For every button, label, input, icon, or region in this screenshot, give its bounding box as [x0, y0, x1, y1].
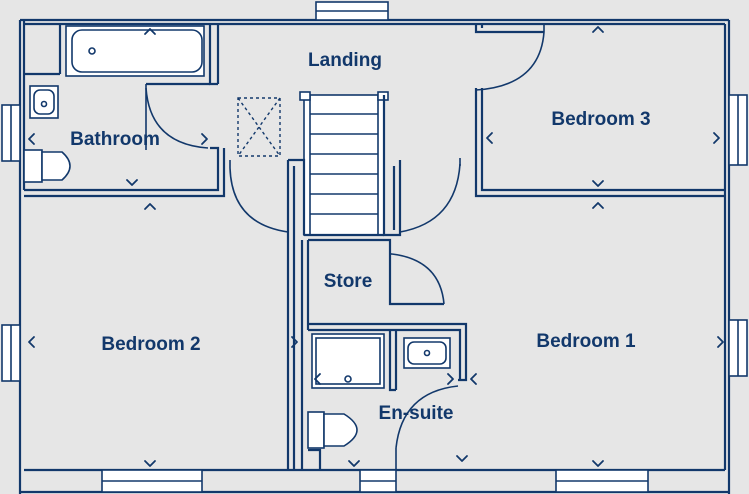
ensuite-door-swing	[395, 385, 459, 449]
chevron-right-icon	[447, 373, 454, 385]
room-label-store: Store	[324, 271, 373, 292]
ensuite-walls	[308, 322, 468, 470]
room-label-ensuite: En-suite	[379, 403, 454, 424]
chevron-right-icon	[201, 133, 208, 145]
bath-drain	[88, 47, 96, 55]
chevron-left-icon	[28, 133, 35, 145]
ensuite-toilet-cistern	[307, 411, 325, 449]
chevron-right-icon	[717, 336, 724, 348]
central-walls	[286, 95, 444, 470]
ensuite-toilet-bowl	[323, 413, 358, 447]
bath-basin	[71, 29, 203, 73]
store-door-swing	[391, 253, 445, 305]
bathroom-door-swing	[145, 87, 209, 149]
chevron-up-icon	[144, 28, 156, 35]
chevron-left-icon	[486, 132, 493, 144]
chevron-up-icon	[592, 202, 604, 209]
bedroom3-walls	[474, 24, 725, 198]
chevron-down-icon	[456, 455, 468, 462]
room-label-bedroom3: Bedroom 3	[551, 109, 650, 130]
room-label-landing: Landing	[308, 50, 382, 71]
bedroom3-door-swing	[475, 31, 545, 91]
chevron-right-icon	[291, 336, 298, 348]
chevron-down-icon	[348, 460, 360, 467]
chevron-down-icon	[592, 460, 604, 467]
bathroom-toilet-cistern	[23, 149, 43, 183]
chevron-up-icon	[592, 26, 604, 33]
room-label-bedroom1: Bedroom 1	[536, 331, 636, 352]
bathroom-walls	[24, 24, 226, 198]
dimension-markers	[28, 26, 724, 467]
chevron-left-icon	[470, 373, 477, 385]
chevron-down-icon	[126, 179, 138, 186]
room-label-bathroom: Bathroom	[70, 129, 160, 150]
chevron-left-icon	[28, 336, 35, 348]
landing-door-swing-right	[399, 163, 461, 233]
landing-door-swing-left	[229, 167, 289, 233]
staircase	[299, 91, 389, 236]
room-label-bedroom2: Bedroom 2	[101, 334, 200, 355]
chevron-up-icon	[144, 203, 156, 210]
chevron-left-icon	[314, 373, 321, 385]
shower-drain	[344, 375, 352, 383]
chevron-down-icon	[592, 180, 604, 187]
loft-hatch-icon	[237, 97, 281, 157]
bathroom-toilet-bowl	[41, 151, 71, 181]
chevron-right-icon	[713, 132, 720, 144]
chevron-down-icon	[144, 460, 156, 467]
